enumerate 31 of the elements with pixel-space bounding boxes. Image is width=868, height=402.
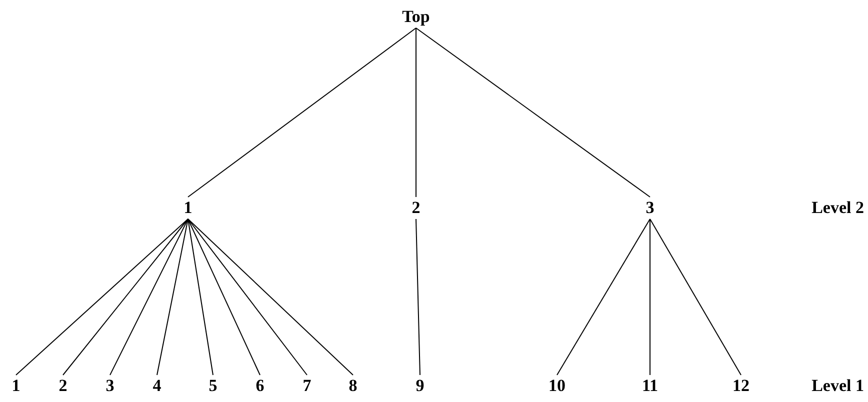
tree-node-label: 3 xyxy=(646,199,654,217)
tree-node-label: 6 xyxy=(256,377,264,395)
connector-line xyxy=(188,218,354,376)
connector-line xyxy=(416,28,650,198)
connector-line xyxy=(188,28,416,198)
connector-line xyxy=(156,218,188,376)
tree-node-label: 4 xyxy=(152,377,162,395)
tree-node-label: 3 xyxy=(106,377,114,395)
tree-node-label: 5 xyxy=(208,377,218,395)
tree-node-label: 8 xyxy=(348,377,358,395)
connector-line xyxy=(416,218,420,376)
level-label: Level 1 xyxy=(812,377,864,395)
tree-node-label: 1 xyxy=(184,199,192,217)
connector-line xyxy=(650,218,742,376)
tree-node-label: 7 xyxy=(302,377,312,395)
connector-line xyxy=(16,218,188,376)
connector-line xyxy=(556,218,650,376)
tree-node-label: 11 xyxy=(642,377,658,395)
tree-node-label: 9 xyxy=(416,377,424,395)
tree-node-label: Top xyxy=(402,8,430,26)
tree-node-label: 12 xyxy=(732,377,750,395)
tree-node-label: 2 xyxy=(58,377,68,395)
tree-node-label: 10 xyxy=(548,377,566,395)
connector-line xyxy=(110,218,188,376)
connector-line xyxy=(188,218,260,376)
tree-node-label: 2 xyxy=(412,199,420,217)
level-label: Level 2 xyxy=(812,199,864,217)
tree-node-label: 1 xyxy=(12,377,20,395)
connector-line xyxy=(188,218,308,376)
connector-line xyxy=(188,218,214,376)
connector-line xyxy=(62,218,188,376)
